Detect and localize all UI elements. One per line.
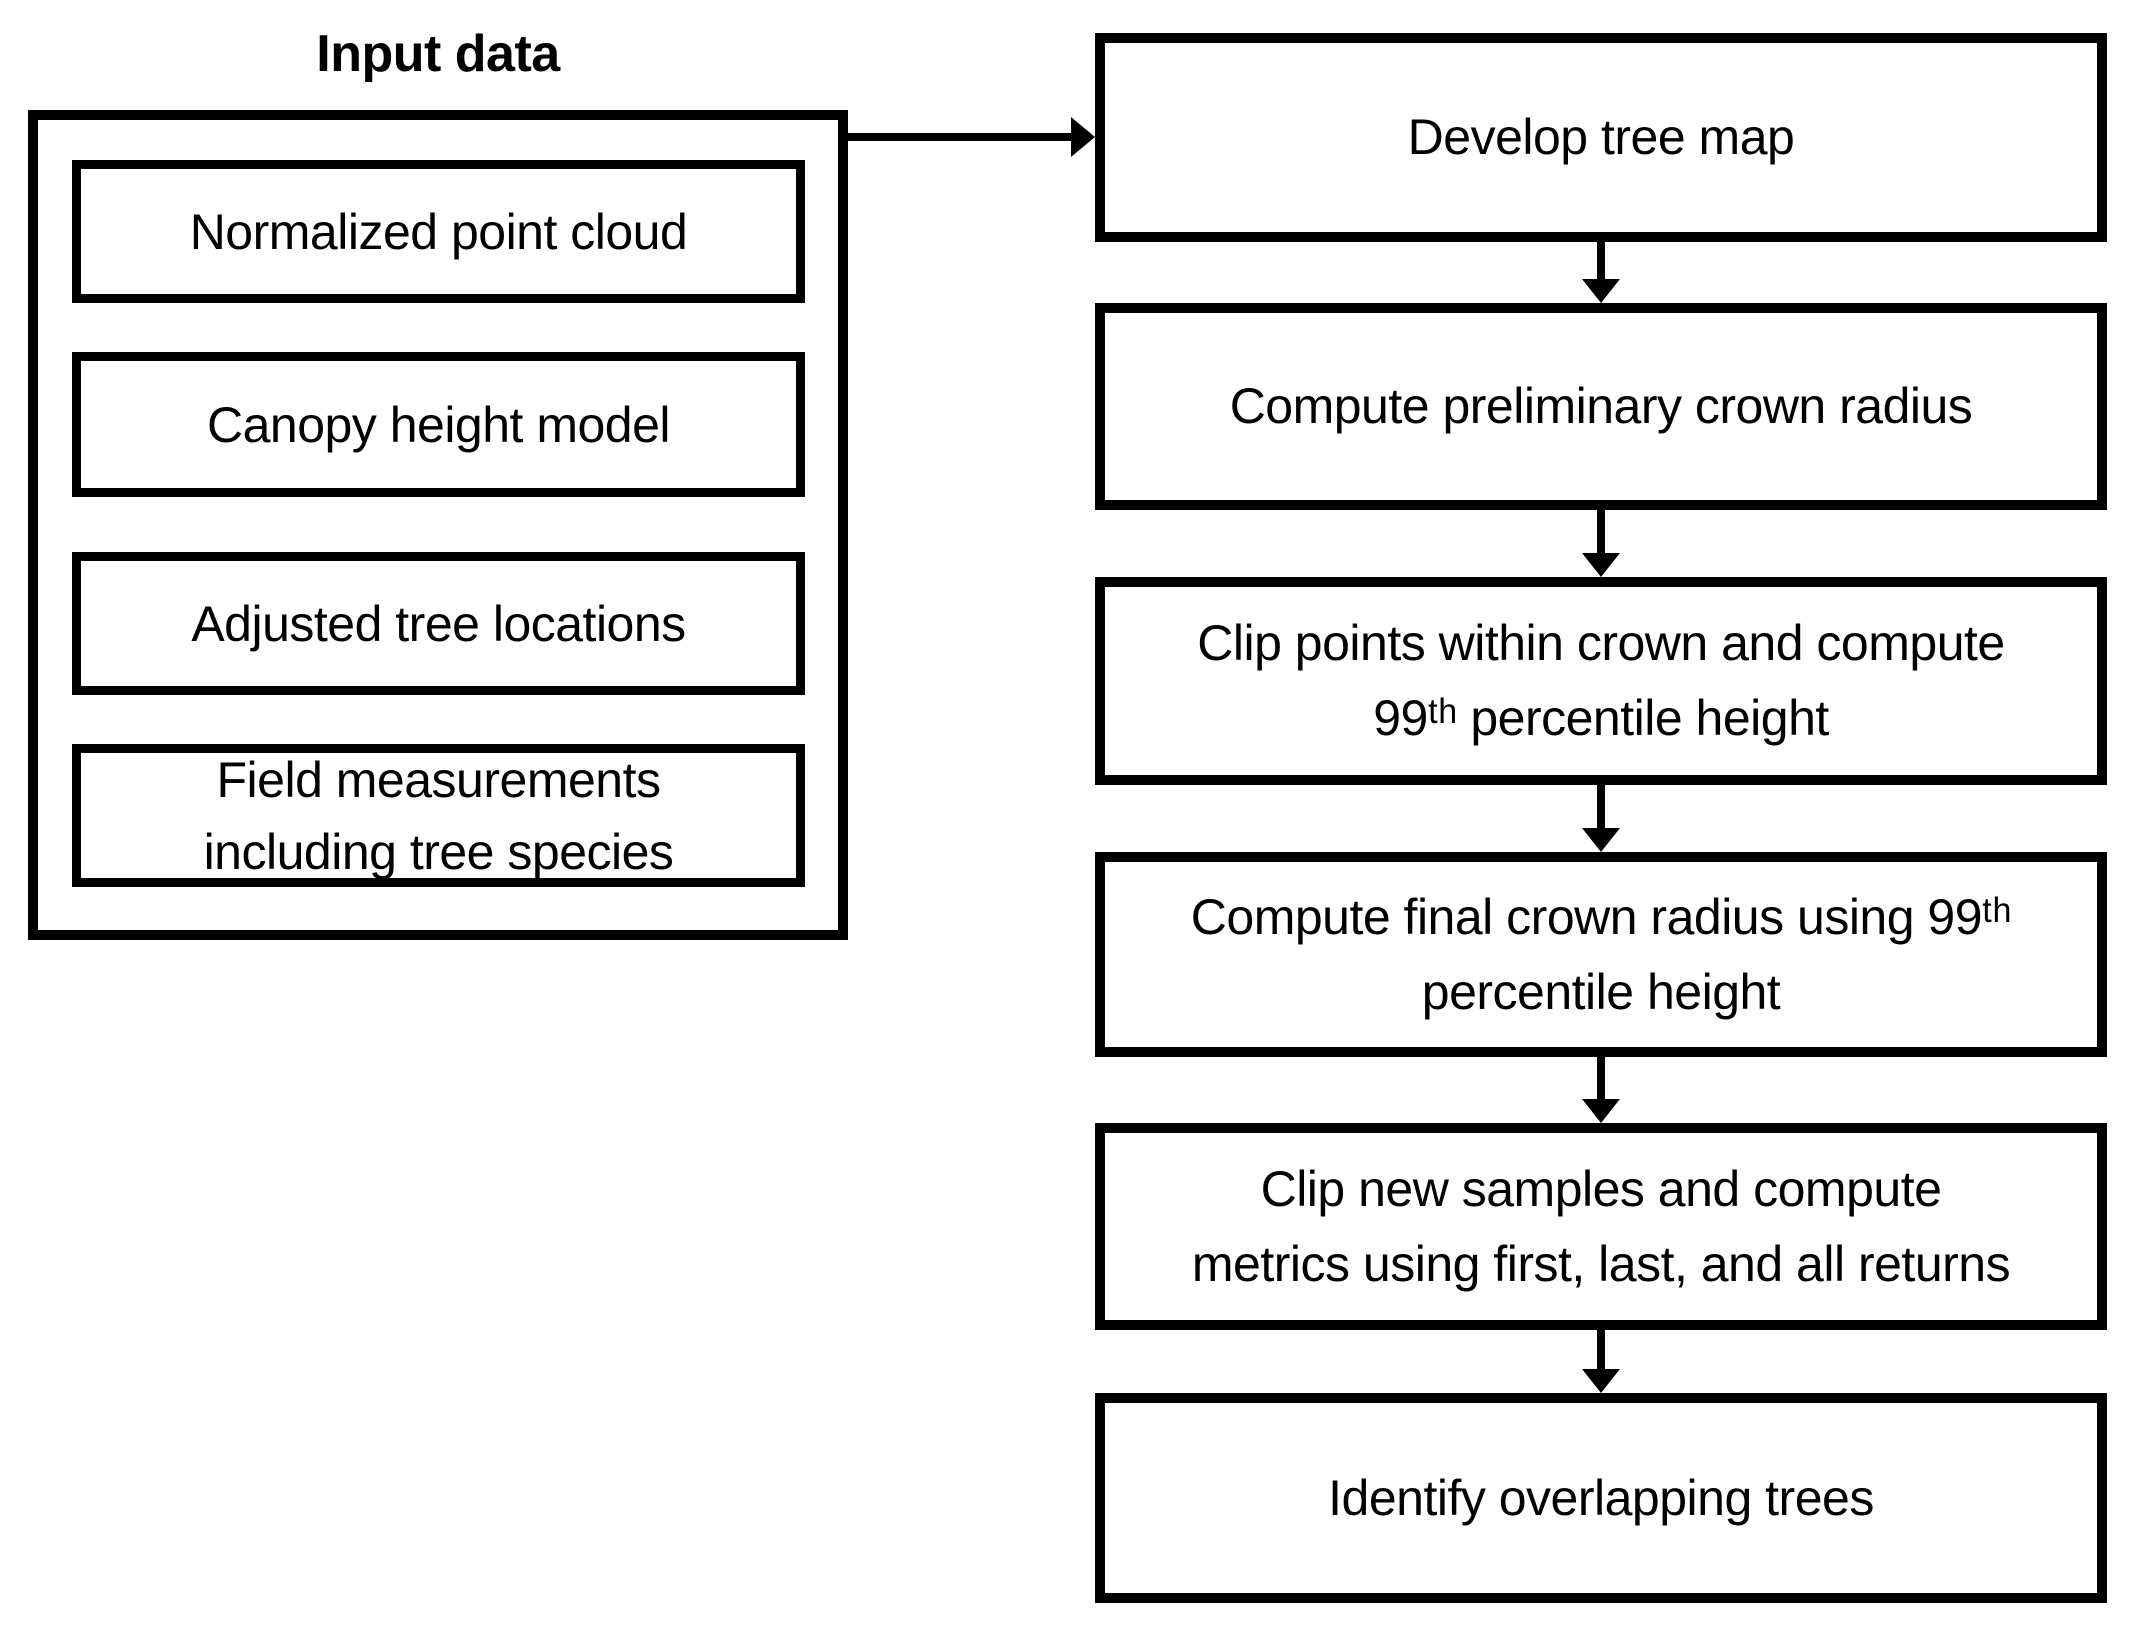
arrow-shaft xyxy=(1597,240,1605,281)
arrow-input-group-to-develop-tree-map xyxy=(843,117,1095,157)
step-box-compute-preliminary-crown-radius: Compute preliminary crown radius xyxy=(1095,303,2107,510)
arrowhead-down-icon xyxy=(1582,553,1620,577)
step-box-develop-tree-map: Develop tree map xyxy=(1095,33,2107,242)
step-box-compute-final-crown-radius: Compute final crown radius using 99ᵗʰ pe… xyxy=(1095,852,2107,1057)
arrow-shaft xyxy=(1597,508,1605,555)
arrow-shaft xyxy=(843,133,1073,141)
arrowhead-down-icon xyxy=(1582,1099,1620,1123)
arrow-preliminary-crown-radius-to-clip-points xyxy=(1582,508,1620,577)
arrow-shaft xyxy=(1597,1328,1605,1371)
arrowhead-down-icon xyxy=(1582,1369,1620,1393)
input-box-normalized-point-cloud: Normalized point cloud xyxy=(72,160,805,303)
arrowhead-down-icon xyxy=(1582,279,1620,303)
arrowhead-down-icon xyxy=(1582,828,1620,852)
step-box-identify-overlapping-trees: Identify overlapping trees xyxy=(1095,1393,2107,1603)
arrowhead-right-icon xyxy=(1071,117,1095,157)
input-box-field-measurements: Field measurements including tree specie… xyxy=(72,744,805,887)
arrow-clip-new-samples-to-identify-overlapping-trees xyxy=(1582,1328,1620,1393)
step-box-clip-points-within-crown: Clip points within crown and compute 99ᵗ… xyxy=(1095,577,2107,785)
arrow-final-crown-radius-to-clip-new-samples xyxy=(1582,1055,1620,1123)
input-box-canopy-height-model: Canopy height model xyxy=(72,352,805,497)
input-data-title: Input data xyxy=(316,25,560,83)
step-box-clip-new-samples: Clip new samples and compute metrics usi… xyxy=(1095,1123,2107,1330)
arrow-shaft xyxy=(1597,1055,1605,1101)
input-box-adjusted-tree-locations: Adjusted tree locations xyxy=(72,552,805,695)
arrow-develop-tree-map-to-preliminary-crown-radius xyxy=(1582,240,1620,303)
arrow-shaft xyxy=(1597,783,1605,830)
arrow-clip-points-to-final-crown-radius xyxy=(1582,783,1620,852)
